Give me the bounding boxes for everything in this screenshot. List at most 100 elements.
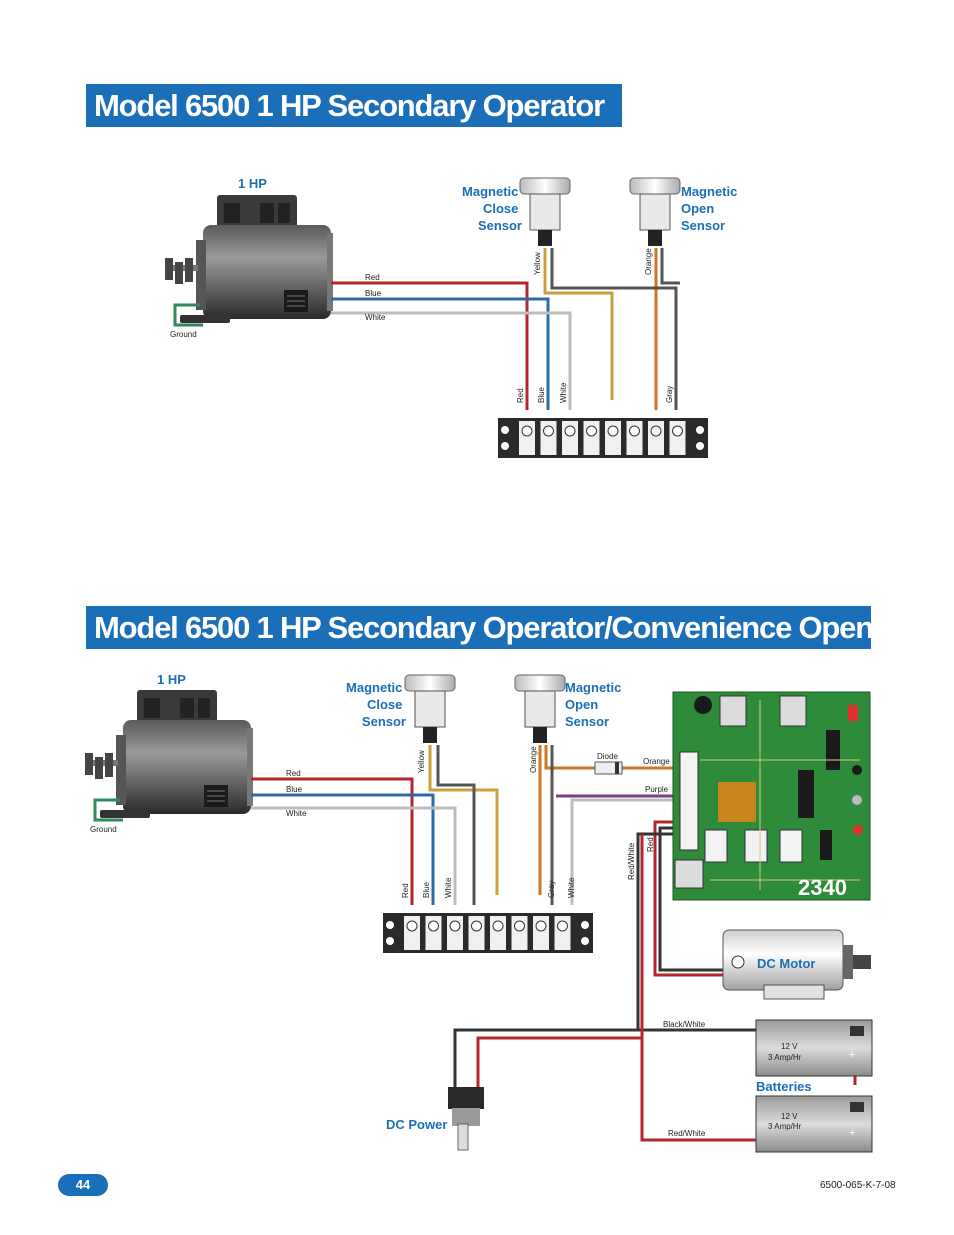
svg-text:+: +: [849, 1127, 855, 1139]
wire-label-yellow-2: Yellow: [417, 750, 426, 773]
board-model-label: 2340: [798, 875, 847, 900]
wire-label-red-2: Red: [286, 769, 301, 778]
ground-label-1: Ground: [170, 330, 197, 339]
battery-2-capacity: 3 Amp/Hr: [768, 1122, 802, 1131]
battery-1-capacity: 3 Amp/Hr: [768, 1053, 802, 1062]
wire-label-gray-2: Gray: [547, 881, 556, 898]
wire-label-blue-1b: Blue: [537, 386, 546, 403]
wire-red-1: [331, 281, 529, 410]
magnetic-open-sensor-2: [514, 674, 566, 743]
wire-label-red-1b: Red: [516, 388, 525, 403]
terminal-screw: [629, 425, 640, 437]
terminal-screw: [650, 425, 662, 437]
dc-motor: [722, 929, 871, 1000]
terminal-screw: [672, 425, 683, 437]
magnetic-open-sensor-1: [629, 177, 681, 246]
dc-motor-label: DC Motor: [757, 956, 816, 971]
ac-motor-1: [165, 195, 333, 323]
wire-yellow-1: [543, 248, 614, 400]
wire-label-blue-2: Blue: [286, 785, 303, 794]
motor-label-2: 1 HP: [157, 672, 186, 687]
battery-2-voltage: 12 V: [781, 1112, 798, 1121]
wire-white-2: [251, 806, 457, 905]
wire-label-orange-2b: Orange: [643, 757, 670, 766]
svg-text:+: +: [849, 1049, 855, 1061]
wire-label-white-1: White: [365, 313, 386, 322]
terminal-screw: [492, 920, 504, 932]
ground-label-2: Ground: [90, 825, 117, 834]
wire-label-orange-2: Orange: [529, 746, 538, 773]
terminal-screw: [471, 920, 482, 932]
wire-label-white-1b: White: [559, 382, 568, 403]
terminal-screw: [557, 920, 568, 932]
wire-label-redwhite-h: Red/White: [668, 1129, 706, 1138]
wire-label-gray-1: Gray: [665, 386, 674, 403]
open-sensor-label-2: Magnetic Open Sensor: [565, 680, 625, 729]
terminal-screw: [607, 425, 619, 437]
wire-label-white-2b: White: [444, 877, 453, 898]
wire-label-yellow-1: Yellow: [533, 252, 542, 275]
close-sensor-label-1: Magnetic Close Sensor: [462, 184, 522, 233]
battery-1-voltage: 12 V: [781, 1042, 798, 1051]
diagram1-title: Model 6500 1 HP Secondary Operator: [86, 84, 622, 127]
dc-power-label: DC Power: [386, 1117, 447, 1132]
wire-label-red-2b: Red: [401, 883, 410, 898]
batteries-label: Batteries: [756, 1079, 812, 1094]
wire-label-blue-2b: Blue: [422, 881, 431, 898]
wire-red-white: [640, 834, 760, 1142]
wire-black-2: [436, 745, 476, 905]
wire-blue-1: [331, 297, 550, 410]
terminal-screw: [514, 920, 525, 932]
wire-yellow-2: [428, 745, 499, 895]
battery-2: + 12 V 3 Amp/Hr: [755, 1095, 873, 1153]
wire-white-1: [331, 311, 572, 410]
open-sensor-label-1: Magnetic Open Sensor: [681, 184, 741, 233]
wire-label-orange-1: Orange: [644, 248, 653, 275]
ground-wire-2: [93, 798, 123, 822]
wire-label-white-2: White: [286, 809, 307, 818]
ground-wire-1: [173, 303, 203, 327]
ac-motor-2: [85, 690, 253, 818]
terminal-screw: [564, 425, 576, 437]
terminal-screw: [428, 920, 439, 932]
diode-label: Diode: [597, 752, 618, 761]
wire-red-dcmotor: [653, 820, 725, 977]
wire-label-redwhite-v: Red/White: [627, 842, 636, 880]
wire-label-red-1: Red: [365, 273, 380, 282]
terminal-block-1: [498, 418, 708, 458]
page-number: 44: [58, 1174, 108, 1196]
battery-1: + 12 V 3 Amp/Hr: [755, 1019, 873, 1077]
diagram2-title: Model 6500 1 HP Secondary Operator/Conve…: [86, 606, 874, 649]
terminal-screw: [406, 920, 418, 932]
terminal-screw: [535, 920, 547, 932]
diode: [594, 761, 623, 775]
wire-label-blackwhite: Black/White: [663, 1020, 706, 1029]
wire-black-white: [636, 832, 760, 1032]
terminal-screw: [449, 920, 461, 932]
wire-label-white-2c: White: [567, 877, 576, 898]
wire-dc-power-red: [476, 1036, 642, 1090]
close-sensor-label-2: Magnetic Close Sensor: [346, 680, 406, 729]
wire-label-red-v: Red: [646, 837, 655, 852]
terminal-block-2: [383, 913, 593, 953]
wire-gray-1b: [660, 248, 680, 285]
wire-blue-2: [251, 793, 435, 905]
document-code: 6500-065-K-7-08: [820, 1180, 896, 1191]
wire-red-2: [251, 777, 414, 905]
terminal-screw: [586, 425, 597, 437]
wire-label-purple-2: Purple: [645, 785, 669, 794]
wire-orange-2b: [544, 745, 595, 770]
wire-gray-1: [550, 248, 678, 410]
terminal-screw: [521, 425, 533, 437]
magnetic-close-sensor-2: [404, 674, 456, 743]
wire-black-dcmotor: [658, 826, 725, 972]
dc-power-switch: [448, 1087, 484, 1151]
magnetic-close-sensor-1: [519, 177, 571, 246]
control-board-2340: 2340: [672, 691, 871, 901]
wire-white-2b: [570, 798, 680, 905]
terminal-screw: [543, 425, 554, 437]
motor-label-1: 1 HP: [238, 176, 267, 191]
wire-dc-power-black: [453, 1028, 638, 1090]
wire-label-blue-1: Blue: [365, 289, 382, 298]
